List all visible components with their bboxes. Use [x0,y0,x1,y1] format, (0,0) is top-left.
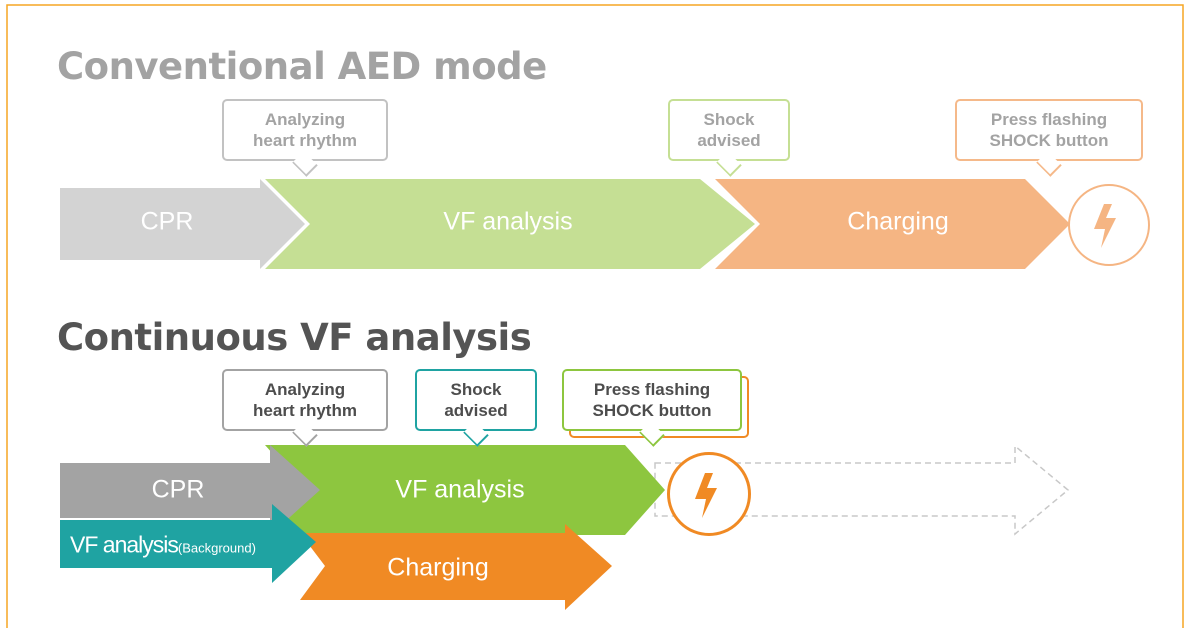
continuous-analyzing-callout: Analyzing heart rhythm [222,369,388,431]
conventional-cpr-arrow [60,179,305,269]
continuous-heading: Continuous VF analysis [57,316,532,359]
conventional-cpr-label: CPR [140,207,194,236]
conventional-charging-arrow [715,179,1070,269]
conventional-heading: Conventional AED mode [57,45,547,88]
conventional-shock-lightning-bolt-icon [1068,184,1150,266]
conventional-vf-analysis-arrow [265,179,755,269]
conventional-vf-analysis-label: VF analysis [443,207,573,236]
conventional-charging-label: Charging [847,207,949,236]
conventional-press-shock-callout: Press flashing SHOCK button [955,99,1143,161]
continuous-press-shock-callout: Press flashing SHOCK button [562,369,742,431]
frame-border [6,4,1184,628]
continuous-charging-arrow [300,524,612,610]
continuous-shock-advised-callout: Shock advised [415,369,537,431]
continuous-cpr-arrow [60,445,320,535]
continuous-charging-label: Charging [387,553,489,582]
continuous-vf-background-arrow [60,504,316,583]
conventional-shock-advised-callout: Shock advised [668,99,790,161]
continuous-vf-analysis-label: VF analysis [395,475,525,504]
vf-background-main-text: VF analysis [70,531,179,558]
vf-background-sub-text: (Background) [177,540,256,556]
continuous-shock-lightning-bolt-icon [667,452,751,536]
continuous-vf-analysis-arrow [265,445,665,535]
continuous-cpr-label: CPR [151,475,205,504]
conventional-analyzing-callout: Analyzing heart rhythm [222,99,388,161]
continuous-vf-background-label: VF analysis(Background) [70,531,256,560]
